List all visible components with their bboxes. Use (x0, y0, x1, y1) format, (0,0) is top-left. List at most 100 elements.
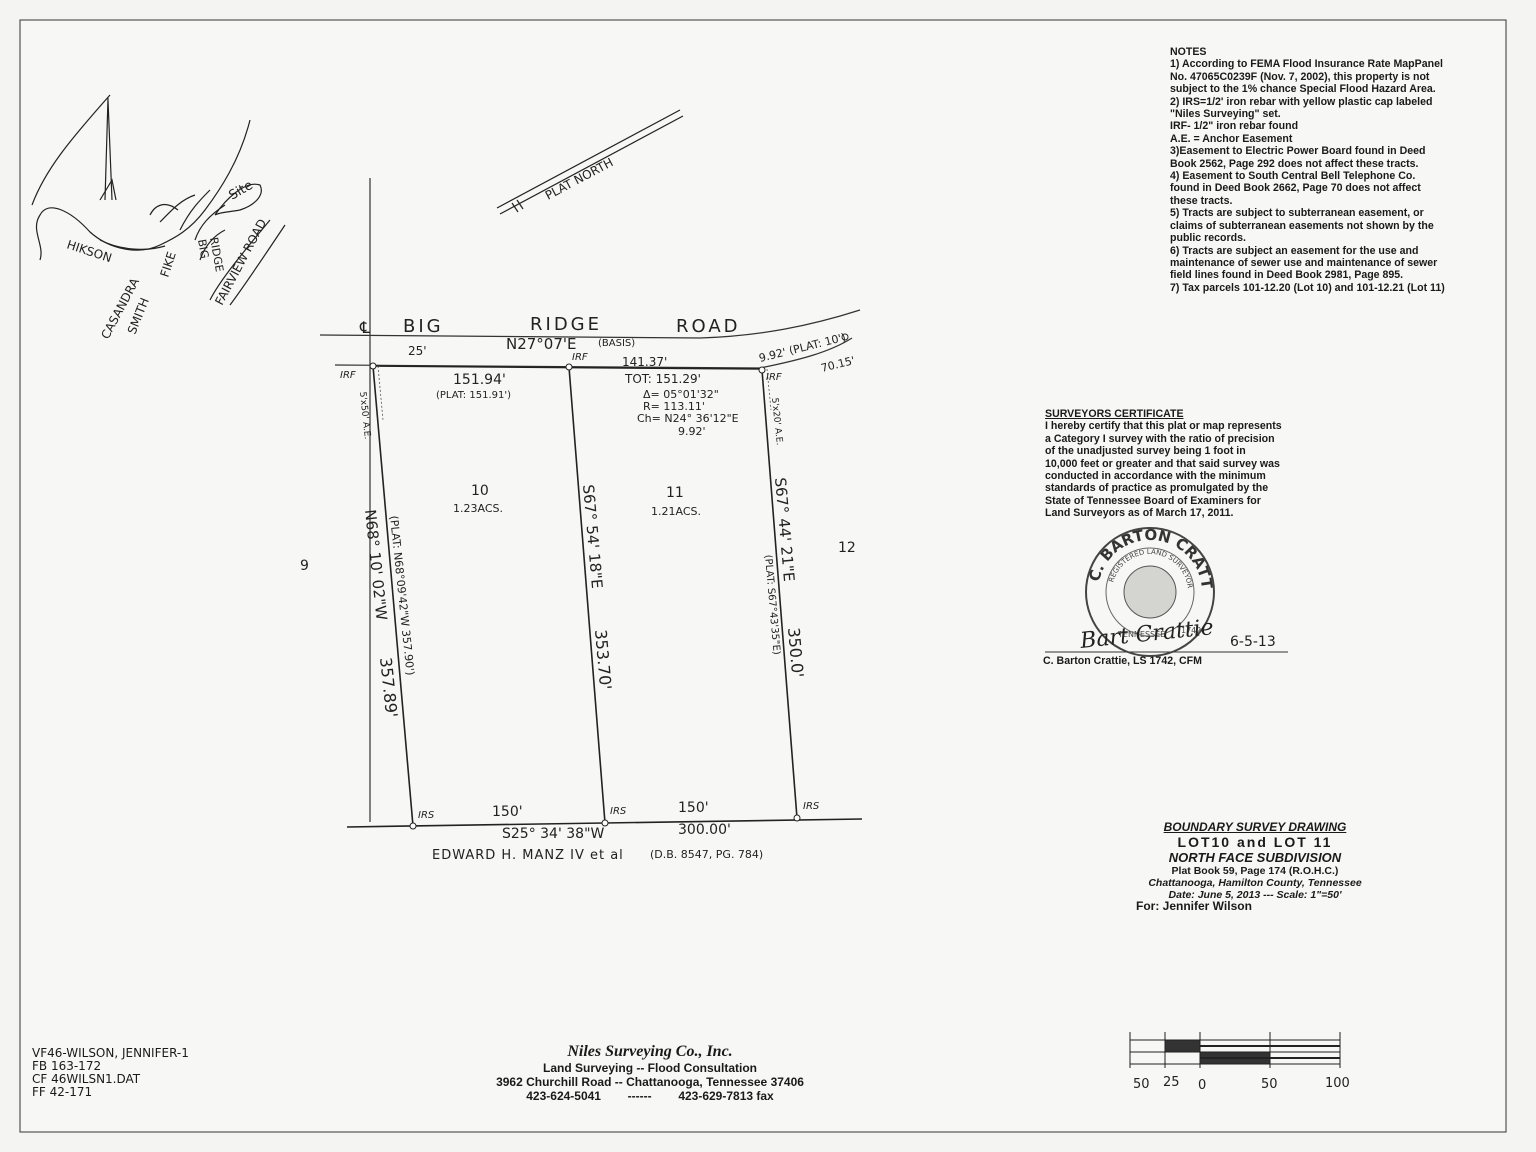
lot11-area: 1.21ACS. (651, 505, 701, 518)
road-name-road: ROAD (676, 316, 741, 337)
sheet-border (19, 19, 1507, 1133)
seal-number: 1742 (1181, 626, 1201, 635)
lot10-area: 1.23ACS. (453, 502, 503, 515)
easement-lines (377, 365, 772, 421)
note-line: No. 47065C0239F (Nov. 7, 2002), this pro… (1170, 70, 1430, 83)
scale-label: 50 (1133, 1077, 1150, 1092)
irs-label-se: IRS (803, 801, 820, 812)
rear-total: 300.00' (678, 822, 731, 838)
note-line: 6) Tracts are subject an easement for th… (1170, 244, 1419, 257)
title-block: BOUNDARY SURVEY DRAWING LOT10 and LOT 11… (1125, 820, 1385, 901)
company-phones: 423-624-5041 ------ 423-629-7813 fax (470, 1089, 830, 1103)
file-ref: FB 163-172 (32, 1059, 102, 1073)
note-line: 3)Easement to Electric Power Board found… (1170, 145, 1426, 158)
certificate-line: Land Surveyors as of March 17, 2011. (1045, 507, 1234, 520)
ae-right-label: 5'x20' A.E. (769, 397, 784, 446)
certificate-line: State of Tennessee Board of Examiners fo… (1045, 494, 1261, 507)
file-references: VF46-WILSON, JENNIFER-1 FB 163-172 CF 46… (32, 1047, 189, 1099)
plat-north-arrow (496, 109, 684, 215)
road-row-width: 25' (408, 344, 427, 358)
certificate-line: standards of practice as promulgated by … (1045, 482, 1269, 495)
east-length: 350.0' (784, 627, 807, 679)
signature-date: 6-5-13 (1230, 634, 1276, 650)
notes-block: NOTES 1) According to FEMA Flood Insuran… (1170, 46, 1470, 294)
pin-irs-sw (409, 822, 417, 830)
company-fax: 423-629-7813 fax (678, 1089, 774, 1103)
certificate-line: I hereby certify that this plat or map r… (1045, 420, 1282, 433)
rear-lot10: 150' (492, 804, 523, 820)
date-scale: Date: June 5, 2013 --- Scale: 1"=50' (1168, 889, 1342, 901)
file-ref: FF 42-171 (32, 1085, 93, 1099)
rear-owner: EDWARD H. MANZ IV et al (432, 848, 624, 863)
lot11-front: 141.37' (622, 355, 668, 369)
centerline-mark: ℄ (360, 318, 371, 337)
rear-deed: (D.B. 8547, PG. 784) (650, 848, 764, 861)
notes-heading: NOTES (1170, 46, 1207, 58)
certificate-line: a Category I survey with the ratio of pr… (1045, 432, 1275, 445)
note-line: IRF- 1/2" iron rebar found (1170, 120, 1299, 133)
company-name: Niles Surveying Co., Inc. (567, 1043, 733, 1060)
curve-delta: Δ= 05°01'32" (643, 388, 719, 401)
certificate-heading: SURVEYORS CERTIFICATE (1045, 408, 1184, 420)
scale-label: 25 (1163, 1075, 1180, 1090)
phone-separator: ------ (627, 1089, 652, 1103)
note-line: "Niles Surveying" set. (1170, 108, 1281, 121)
certificate-line: of the unadjusted survey being 1 foot in (1045, 445, 1246, 458)
file-ref: VF46-WILSON, JENNIFER-1 (32, 1046, 189, 1060)
note-line: subject to the 1% chance Special Flood H… (1170, 83, 1436, 96)
lot10-front: 151.94' (453, 372, 506, 388)
curve-chord-length: 9.92' (678, 425, 706, 438)
irs-label-mid: IRS (610, 806, 627, 817)
note-line: 7) Tax parcels 101-12.20 (Lot 10) and 10… (1170, 281, 1445, 294)
rear-lot11: 150' (678, 800, 709, 816)
note-line: field lines found in Deed Book 2981, Pag… (1170, 269, 1404, 282)
note-line: Book 2562, Page 292 does not affect thes… (1170, 157, 1419, 170)
note-line: public records. (1170, 232, 1246, 245)
basis-note: (BASIS) (598, 338, 636, 349)
pin-irf-ne (758, 366, 766, 374)
pin-markers (369, 333, 849, 830)
scale-label: 50 (1261, 1077, 1278, 1092)
company-address: 3962 Churchill Road -- Chattanooga, Tenn… (496, 1075, 804, 1089)
scale-label: 0 (1198, 1078, 1207, 1093)
drawing-type: BOUNDARY SURVEY DRAWING (1163, 820, 1347, 834)
plat-reference: Plat Book 59, Page 174 (R.O.H.C.) (1171, 865, 1339, 877)
curve-chord: Ch= N24° 36'12"E (637, 412, 739, 425)
certificate-line: conducted in accordance with the minimum (1045, 470, 1266, 483)
company-services: Land Surveying -- Flood Consultation (543, 1061, 757, 1075)
irf-label-nw: IRF (340, 370, 356, 381)
certificate-line: 10,000 feet or greater and that said sur… (1045, 457, 1280, 470)
seal-state: TENNESSEE (1117, 630, 1165, 639)
note-line: 2) IRS=1/2' iron rebar with yellow plast… (1170, 95, 1433, 108)
scale-label: 100 (1325, 1076, 1350, 1091)
road-big: BIG (195, 238, 211, 259)
note-line: 5) Tracts are subject to subterranean ea… (1170, 207, 1424, 220)
company-footer: Niles Surveying Co., Inc. Land Surveying… (470, 1043, 830, 1103)
note-line: 1) According to FEMA Flood Insurance Rat… (1170, 58, 1443, 71)
irf-label-ne: IRF (766, 372, 782, 383)
note-line: A.E. = Anchor Easement (1170, 132, 1293, 145)
irs-label-sw: IRS (418, 810, 435, 821)
scale-bar (1129, 1032, 1341, 1068)
pin-irs-se (793, 814, 801, 822)
curve-tot: TOT: 151.29' (625, 372, 701, 386)
pin-irs-mid (601, 819, 609, 827)
surveyor-seal: C. BARTON CRATTIE REGISTERED LAND SURVEY… (1083, 525, 1216, 657)
drawing-lots: LOT10 and LOT 11 (1177, 834, 1333, 850)
surveyor-certificate: SURVEYORS CERTIFICATE I hereby certify t… (1045, 408, 1295, 520)
irf-label-mid: IRF (572, 352, 588, 363)
note-line: claims of subterranean easements not sho… (1170, 219, 1434, 232)
note-line: maintenance of sewer use and maintenance… (1170, 256, 1438, 269)
pin-irf-mid (565, 363, 573, 371)
pin-curve (841, 333, 849, 341)
lot11-number: 11 (666, 485, 684, 501)
note-line: 4) Easement to South Central Bell Teleph… (1170, 170, 1416, 183)
road-name-big: BIG (403, 316, 444, 337)
road-name-ridge: RIDGE (530, 314, 602, 335)
lot10-front-plat: (PLAT: 151.91') (436, 390, 511, 401)
adjacent-lot-9: 9 (300, 558, 309, 574)
lot10-number: 10 (471, 483, 489, 499)
adjacent-lot-12: 12 (838, 540, 856, 556)
signer-name: C. Barton Crattie, LS 1742, CFM (1043, 655, 1202, 667)
